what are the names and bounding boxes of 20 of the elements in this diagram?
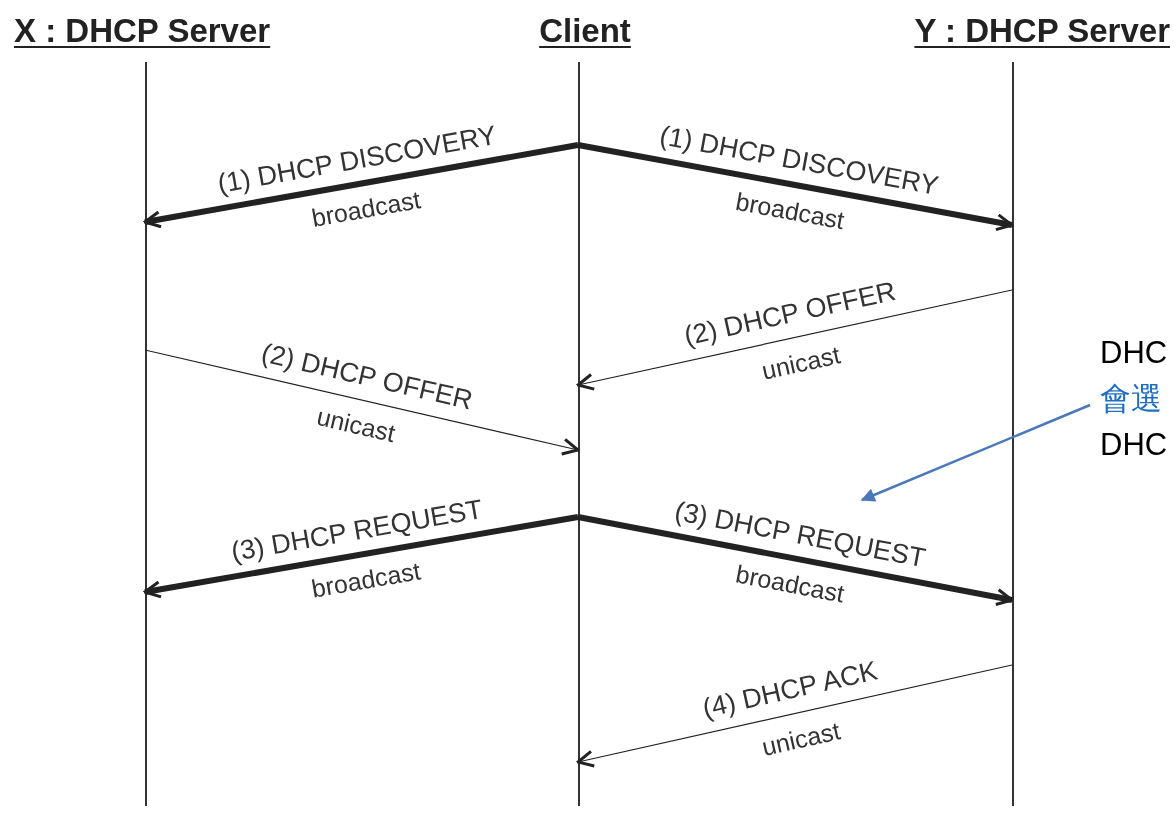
transport-label: unicast bbox=[759, 342, 842, 384]
message-arrow bbox=[143, 142, 579, 229]
message-arrow bbox=[144, 349, 580, 456]
callout-text: 會選 bbox=[1100, 380, 1163, 418]
message-arrow bbox=[577, 514, 1014, 607]
transport-label: broadcast bbox=[734, 188, 847, 233]
leader-arrow bbox=[860, 403, 1091, 502]
transport-label: unicast bbox=[314, 404, 398, 447]
transport-label: broadcast bbox=[733, 561, 847, 607]
transport-label: broadcast bbox=[309, 187, 423, 231]
participant-heading: Y : DHCP Server bbox=[914, 11, 1170, 51]
message-arrow bbox=[143, 514, 579, 599]
transport-label: broadcast bbox=[309, 558, 423, 602]
message-arrow bbox=[576, 289, 1013, 391]
participant-heading: Client bbox=[539, 11, 631, 51]
message-arrow bbox=[577, 142, 1014, 232]
callout-text: DHC bbox=[1100, 426, 1168, 464]
participant-heading: X : DHCP Server bbox=[14, 11, 271, 51]
message-arrow bbox=[576, 664, 1013, 768]
callout-text: DHC bbox=[1100, 334, 1168, 372]
